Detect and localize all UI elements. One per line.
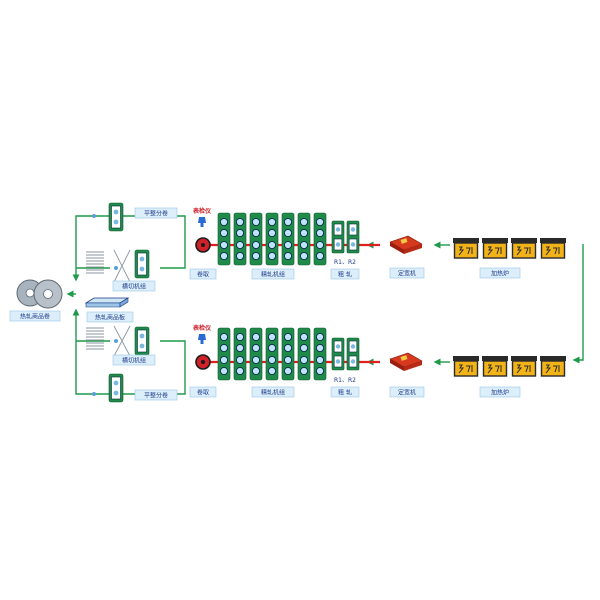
bottom-furnace-group: 加热炉 [452,355,567,398]
svg-text:表检仪: 表检仪 [192,207,212,215]
top-finishing-mill: 精轧机组 [217,212,327,280]
top-coiler: 卷取 [189,237,217,280]
svg-text:定宽机: 定宽机 [398,270,416,278]
bottom-coiler: 卷取 [189,354,217,398]
top-leveling-unit: 平整分卷 [92,202,178,232]
bottom-surface-inspector: 表检仪 [192,324,212,344]
svg-text:R1、R2: R1、R2 [334,377,356,384]
svg-text:精轧机组: 精轧机组 [261,389,285,397]
top-production-line: 加热炉 定宽机 R1、R2 粗 轧 精轧机组 [86,202,567,292]
top-furnace-group: 加热炉 [452,237,567,279]
top-surface-inspector: 表检仪 [192,207,212,227]
bottom-production-line: 加热炉 定宽机 R1、R2 粗 轧 精轧机组 [86,324,567,403]
svg-text:热轧商品卷: 热轧商品卷 [20,313,50,321]
svg-text:粗 轧: 粗 轧 [338,389,352,397]
coil-product-label: 热轧商品卷 [9,310,61,322]
coil-product-icon [16,279,63,309]
svg-text:平整分卷: 平整分卷 [144,210,168,218]
top-roughing-mill: R1、R2 粗 轧 [330,220,360,280]
svg-text:表检仪: 表检仪 [192,324,212,332]
bottom-crosscut-unit: 横切机组 [86,325,156,366]
bottom-finishing-mill: 精轧机组 [217,327,327,398]
svg-text:R1、R2: R1、R2 [334,259,356,266]
plate-product-icon [84,297,130,308]
svg-text:平整分卷: 平整分卷 [144,392,168,400]
bottom-leveling-unit: 平整分卷 [92,373,178,403]
plate-product-label: 热轧商品板 [86,311,134,323]
top-sizing-press: 定宽机 [389,235,425,279]
top-crosscut-unit: 横切机组 [86,249,156,292]
svg-text:定宽机: 定宽机 [398,389,416,397]
svg-text:横切机组: 横切机组 [122,357,146,365]
svg-text:加热炉: 加热炉 [491,389,509,397]
svg-text:热轧商品板: 热轧商品板 [95,314,125,322]
svg-text:粗 轧: 粗 轧 [338,271,352,279]
svg-text:卷取: 卷取 [197,271,209,279]
bottom-sizing-press: 定宽机 [389,352,425,398]
svg-text:横切机组: 横切机组 [122,283,146,291]
svg-text:卷取: 卷取 [197,389,209,397]
bottom-roughing-mill: R1、R2 粗 轧 [330,337,360,398]
svg-text:加热炉: 加热炉 [491,270,509,278]
svg-text:精轧机组: 精轧机组 [261,271,285,279]
